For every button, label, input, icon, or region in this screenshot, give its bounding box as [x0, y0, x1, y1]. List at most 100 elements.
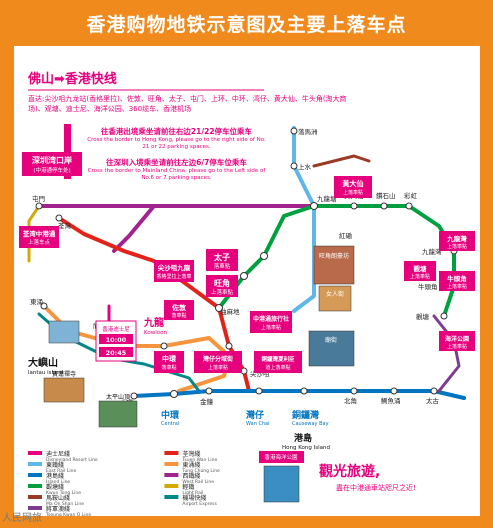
legend-label-zh: 輕鐵 — [182, 483, 194, 491]
station-kwun-tong[interactable] — [440, 312, 448, 320]
legend-label-en: Tsuen Wan Line — [181, 457, 217, 463]
station-choi-hung[interactable] — [405, 202, 413, 210]
callout-ngau-tau-kok — [439, 271, 475, 291]
legend-label-zh: 迪士尼綫 — [46, 450, 70, 458]
legend-label-zh: 機場快綫 — [182, 494, 206, 502]
legend-label-en: Tseung Kwan O Line — [45, 512, 91, 516]
label-sheung-shui: 上水 — [298, 162, 312, 171]
station-tuen-mun[interactable] — [35, 202, 43, 210]
callout-jordan-label: 佐敦 — [171, 303, 187, 312]
callout-kowloon-bay-label: 九龍灣 — [446, 234, 467, 243]
route-heading: 佛山➡香港快线 — [27, 71, 117, 87]
label-lantau: 大嶼山 — [28, 356, 58, 369]
label-central: 中環 — [161, 409, 180, 421]
station-quarry-bay[interactable] — [390, 387, 398, 395]
station-diamond-hill[interactable] — [380, 202, 388, 210]
label-kowloon-tong: 九龍塘 — [317, 194, 337, 203]
callout-wan-chai-label: 灣仔分域街 — [202, 355, 233, 363]
label-lok-ma-chau: 落馬洲 — [298, 127, 318, 136]
legend-swatch — [28, 484, 42, 488]
label-quarry-bay: 鰂魚涌 — [381, 396, 401, 405]
callout-tsuen-wan-sub: 上落车点 — [28, 238, 51, 246]
label-kowloon-bay: 九龍灣 — [422, 247, 442, 256]
thumb-ladies-st-label: 女人街 — [326, 290, 344, 298]
label-causeway-bay-en: Causeway Bay — [292, 421, 329, 427]
station-causeway-bay[interactable] — [300, 387, 308, 395]
legend-label-en: Light Rail — [182, 490, 203, 496]
legend-swatch — [28, 473, 42, 477]
callout-mong-kok-label: 旺角 — [214, 278, 230, 288]
callout-ocean-park-sub: 上落車點 — [447, 343, 467, 350]
label-kowloon-en: Kowloon — [144, 330, 167, 336]
legend-label-en: West Rail Line — [182, 479, 214, 485]
east-rail-line — [292, 126, 316, 313]
callout-wan-chai — [194, 351, 242, 373]
label-central-en: Central — [161, 421, 179, 427]
station-central[interactable] — [170, 390, 178, 398]
legend-swatch — [28, 451, 42, 455]
callout-tsim-sha-tsui — [154, 260, 194, 282]
callout-ngau-tau-kok-label: 牛頭角 — [447, 274, 467, 283]
thumb-temple — [308, 330, 355, 367]
station-tung-chung[interactable] — [40, 302, 48, 310]
station-wan-chai[interactable] — [255, 387, 263, 395]
callout-wong-tai-sin — [334, 176, 372, 198]
station-yau-ma-tei[interactable] — [215, 304, 223, 312]
legend-label-en: Ma On Shan Line — [46, 501, 84, 507]
callout-disney-title: 香港迪士尼 — [102, 325, 130, 333]
label-tung-chung: 東涌 — [30, 297, 43, 306]
promo-tag1-label: 香港海洋公園 — [264, 453, 298, 461]
callout-tsim-sha-tsui-label: 尖沙咀九龍 — [158, 263, 191, 272]
station-admiralty[interactable] — [205, 387, 213, 395]
label-diamond-hill: 鑽石山 — [376, 191, 396, 200]
label-kowloon: 九龍 — [143, 316, 164, 329]
note-to-mainland-box: 往深圳入境乘坐请前往左边6/7停车位乘车 Cross the border to… — [87, 158, 266, 181]
legend-label-en: East Rail Line — [46, 468, 76, 474]
legend-label-en: Airport Express — [182, 501, 217, 507]
station-tai-koo[interactable] — [430, 387, 438, 395]
station-wong-tai-sin[interactable] — [350, 202, 358, 210]
callout-kowloon-bay-sub: 上落車點 — [447, 243, 467, 250]
title-banner: 香港购物地铁示意图及主要上落车点 — [0, 0, 493, 46]
label-yau-ma-tei: 油麻地 — [220, 307, 240, 316]
callout-sheung-wan-promo-label: 中港通旅行社 — [253, 315, 289, 323]
callout-shenzhen-bay-sub: (中港通停车处) — [33, 166, 70, 174]
label-hk-island-en: Hong Kong Island — [282, 445, 330, 451]
callout-wan-chai-sub: 上落車點 — [208, 364, 228, 371]
station-lok-ma-chau[interactable] — [290, 127, 298, 135]
station-north-point[interactable] — [350, 387, 358, 395]
station-tsuen-wan[interactable] — [55, 214, 63, 222]
callout-disney-depart: 10:00 — [106, 336, 127, 344]
page-title: 香港购物地铁示意图及主要上落车点 — [86, 14, 407, 36]
legend-swatch — [28, 462, 42, 466]
label-hk-island: 港島 — [294, 432, 312, 444]
station-jordan[interactable] — [225, 342, 233, 350]
legend-label-zh: 東涌綫 — [182, 461, 200, 469]
label-tsim-sha-tsui: 尖沙咀 — [250, 369, 270, 378]
callout-jordan — [164, 300, 194, 320]
station-kowloon[interactable] — [160, 342, 168, 350]
label-causeway-bay: 銅鑼灣 — [292, 409, 319, 421]
callout-prince-edward — [206, 249, 238, 271]
note-arrow-stem — [64, 124, 71, 179]
station-kowloon-tong[interactable] — [310, 202, 318, 210]
callout-central — [154, 351, 184, 373]
route-stops: 直达:尖沙咀九龙站(香格里拉)、佐敦、旺角、太子、屯门、上环、中环、湾仔、黄大仙… — [28, 95, 347, 113]
legend-label-zh: 東鐵綫 — [46, 461, 64, 469]
callout-prince-edward-sub: 落車點 — [214, 262, 231, 270]
station-sheung-shui[interactable] — [290, 162, 298, 170]
label-lantau-en: lantau island — [28, 370, 63, 376]
station-mong-kok[interactable] — [240, 272, 248, 280]
station-sheung-wan[interactable] — [130, 392, 138, 400]
legend-label-en: Island Line — [46, 479, 70, 485]
legend-label-zh: 馬鞍山綫 — [46, 494, 70, 502]
station-prince-edward[interactable] — [260, 252, 268, 260]
callout-central-sub: 落車點 — [161, 364, 176, 371]
legend-label-zh: 港島綫 — [46, 472, 64, 480]
legend-swatch — [164, 495, 179, 499]
note-to-mainland-en: Cross the border to Mainland China, plea… — [87, 168, 266, 181]
legend-label-zh: 荃灣綫 — [182, 450, 200, 458]
label-ngau-tau-kok: 牛頭角 — [418, 282, 438, 291]
callout-central-label: 中環 — [162, 354, 177, 363]
